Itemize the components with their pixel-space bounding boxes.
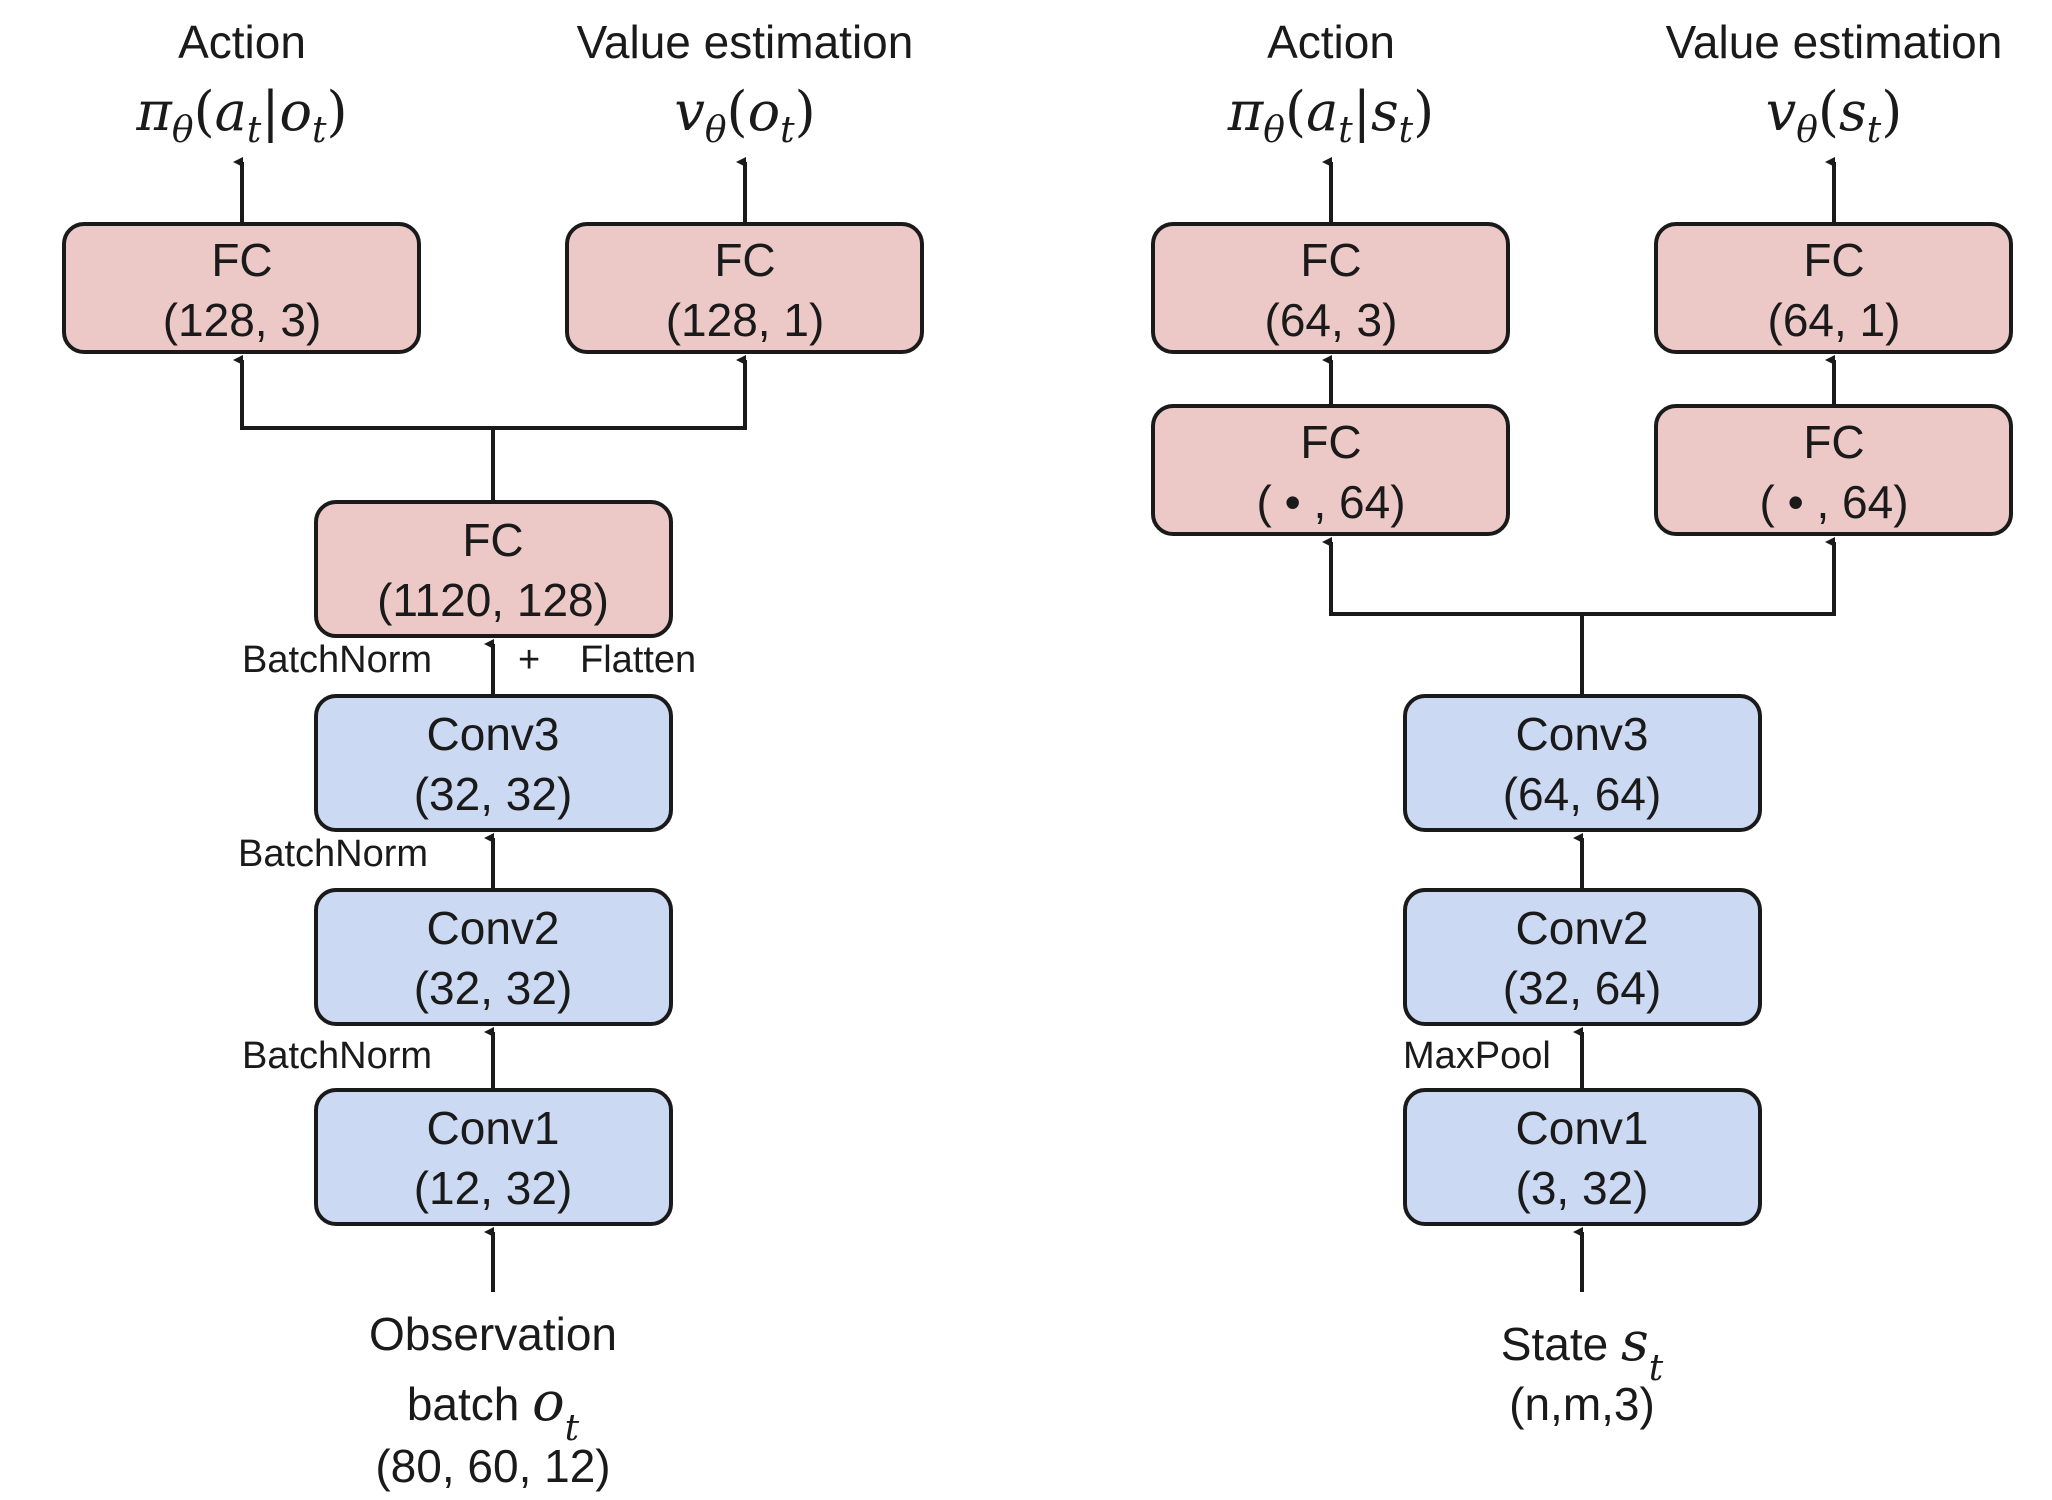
svg-text:FC: FC: [1300, 234, 1361, 286]
left-action-title: Action: [178, 16, 306, 68]
right-action-title: Action: [1267, 16, 1395, 68]
left-policy-formula: πθ(at|ot): [135, 80, 347, 151]
svg-text:(32, 64): (32, 64): [1503, 962, 1662, 1014]
left-input-label: Observation batch ot (80, 60, 12): [369, 1308, 617, 1492]
svg-text:(32, 32): (32, 32): [414, 768, 573, 820]
left-value-title: Value estimation: [577, 16, 914, 68]
left-fc-shared-box: FC (1120, 128): [314, 500, 673, 638]
left-action-head: Action πθ(at|ot): [135, 16, 347, 151]
left-label-batchnorm-2: BatchNorm: [238, 833, 428, 875]
right-value-head: Value estimation vθ(st): [1666, 16, 2003, 151]
left-fc-action-box: FC (128, 3): [62, 222, 421, 354]
svg-text:(64, 1): (64, 1): [1768, 294, 1901, 346]
svg-text:(n,m,3): (n,m,3): [1509, 1378, 1655, 1430]
left-fc-value-box: FC (128, 1): [565, 222, 924, 354]
left-network: Action πθ(at|ot) Value estimation vθ(ot)…: [62, 16, 924, 1492]
svg-text:Conv2: Conv2: [427, 902, 560, 954]
right-conv1-box: Conv1 (3, 32): [1403, 1088, 1762, 1226]
svg-text:(64, 3): (64, 3): [1265, 294, 1398, 346]
right-value-formula: vθ(st): [1766, 80, 1903, 151]
right-conv3-box: Conv3 (64, 64): [1403, 694, 1762, 832]
svg-text:(64, 64): (64, 64): [1503, 768, 1662, 820]
svg-text:FC: FC: [1300, 416, 1361, 468]
left-split-connector-value: [493, 355, 747, 430]
svg-text:FC: FC: [211, 234, 272, 286]
left-value-formula: vθ(ot): [674, 80, 815, 151]
svg-text:FC: FC: [462, 514, 523, 566]
svg-text:Conv1: Conv1: [427, 1102, 560, 1154]
svg-text:(128, 3): (128, 3): [163, 294, 322, 346]
svg-text:Conv1: Conv1: [1516, 1102, 1649, 1154]
svg-text:(1120, 128): (1120, 128): [377, 574, 609, 626]
svg-text:State st: State st: [1501, 1310, 1664, 1389]
right-label-maxpool: MaxPool: [1403, 1035, 1551, 1077]
right-fc-value-top-box: FC (64, 1): [1654, 222, 2013, 354]
svg-text:( • , 64): ( • , 64): [1759, 476, 1908, 528]
svg-text:Conv3: Conv3: [427, 708, 560, 760]
right-fc-action-top-box: FC (64, 3): [1151, 222, 1510, 354]
svg-text:(80, 60, 12): (80, 60, 12): [375, 1440, 610, 1492]
right-input-label: State st (n,m,3): [1501, 1310, 1664, 1430]
left-label-flatten: Flatten: [580, 639, 696, 681]
left-conv1-box: Conv1 (12, 32): [314, 1088, 673, 1226]
left-label-plus: +: [518, 639, 540, 681]
svg-text:Conv3: Conv3: [1516, 708, 1649, 760]
svg-text:Conv2: Conv2: [1516, 902, 1649, 954]
right-value-title: Value estimation: [1666, 16, 2003, 68]
left-split-connector-action: [233, 355, 495, 502]
right-policy-formula: πθ(at|st): [1227, 80, 1434, 151]
left-conv3-box: Conv3 (32, 32): [314, 694, 673, 832]
svg-text:(12, 32): (12, 32): [414, 1162, 573, 1214]
right-split-connector-value: [1582, 537, 1836, 616]
svg-text:batch ot: batch ot: [407, 1370, 580, 1449]
svg-text:FC: FC: [714, 234, 775, 286]
svg-text:( • , 64): ( • , 64): [1256, 476, 1405, 528]
svg-text:FC: FC: [1803, 234, 1864, 286]
left-value-head: Value estimation vθ(ot): [577, 16, 914, 151]
svg-text:(3, 32): (3, 32): [1516, 1162, 1649, 1214]
right-fc-action-low-box: FC ( • , 64): [1151, 404, 1510, 536]
svg-text:Observation: Observation: [369, 1308, 617, 1360]
svg-text:FC: FC: [1803, 416, 1864, 468]
right-conv2-box: Conv2 (32, 64): [1403, 888, 1762, 1026]
left-label-batchnorm-3: BatchNorm: [242, 1035, 432, 1077]
right-action-head: Action πθ(at|st): [1227, 16, 1434, 151]
right-split-connector-action: [1322, 537, 1584, 694]
left-conv2-box: Conv2 (32, 32): [314, 888, 673, 1026]
right-network: Action πθ(at|st) Value estimation vθ(st)…: [1151, 16, 2013, 1430]
svg-text:(128, 1): (128, 1): [666, 294, 825, 346]
right-fc-value-low-box: FC ( • , 64): [1654, 404, 2013, 536]
svg-text:(32, 32): (32, 32): [414, 962, 573, 1014]
left-label-batchnorm-1: BatchNorm: [242, 639, 432, 681]
